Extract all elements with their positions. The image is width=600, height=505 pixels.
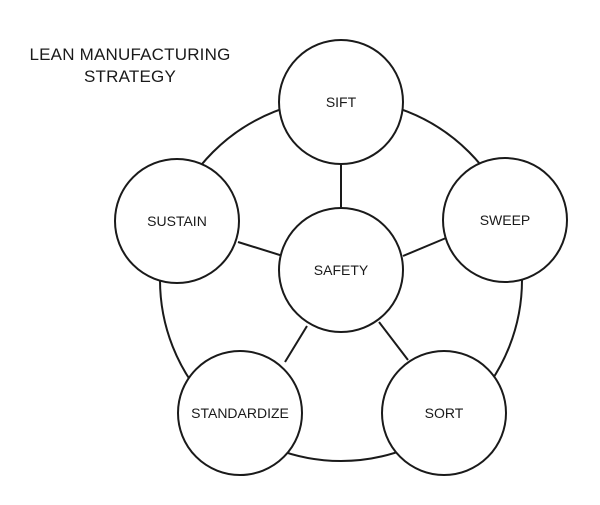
node-sustain-circle — [114, 158, 240, 284]
title-line-2: STRATEGY — [84, 67, 176, 86]
node-sift-circle — [278, 39, 404, 165]
node-sweep: SWEEP — [442, 157, 568, 283]
node-sort: SORT — [381, 350, 507, 476]
node-standardize-label: STANDARDIZE — [191, 405, 289, 421]
title-line-1: LEAN MANUFACTURING — [29, 45, 231, 64]
node-sort-circle — [381, 350, 507, 476]
spoke-standardize — [284, 325, 308, 363]
node-sort-label: SORT — [425, 405, 464, 421]
node-sift-label: SIFT — [326, 94, 357, 110]
node-sweep-label: SWEEP — [480, 212, 531, 228]
node-safety-circle — [278, 207, 404, 333]
node-sweep-circle — [442, 157, 568, 283]
spoke-sustain — [237, 241, 284, 257]
spoke-sort — [378, 321, 409, 361]
node-safety: SAFETY — [278, 207, 404, 333]
node-sift: SIFT — [278, 39, 404, 165]
diagram-title: LEAN MANUFACTURING STRATEGY — [10, 44, 250, 88]
node-safety-label: SAFETY — [314, 262, 369, 278]
node-standardize: STANDARDIZE — [177, 350, 303, 476]
node-sustain: SUSTAIN — [114, 158, 240, 284]
node-sustain-label: SUSTAIN — [147, 213, 207, 229]
spoke-sweep — [402, 237, 447, 257]
node-standardize-circle — [177, 350, 303, 476]
